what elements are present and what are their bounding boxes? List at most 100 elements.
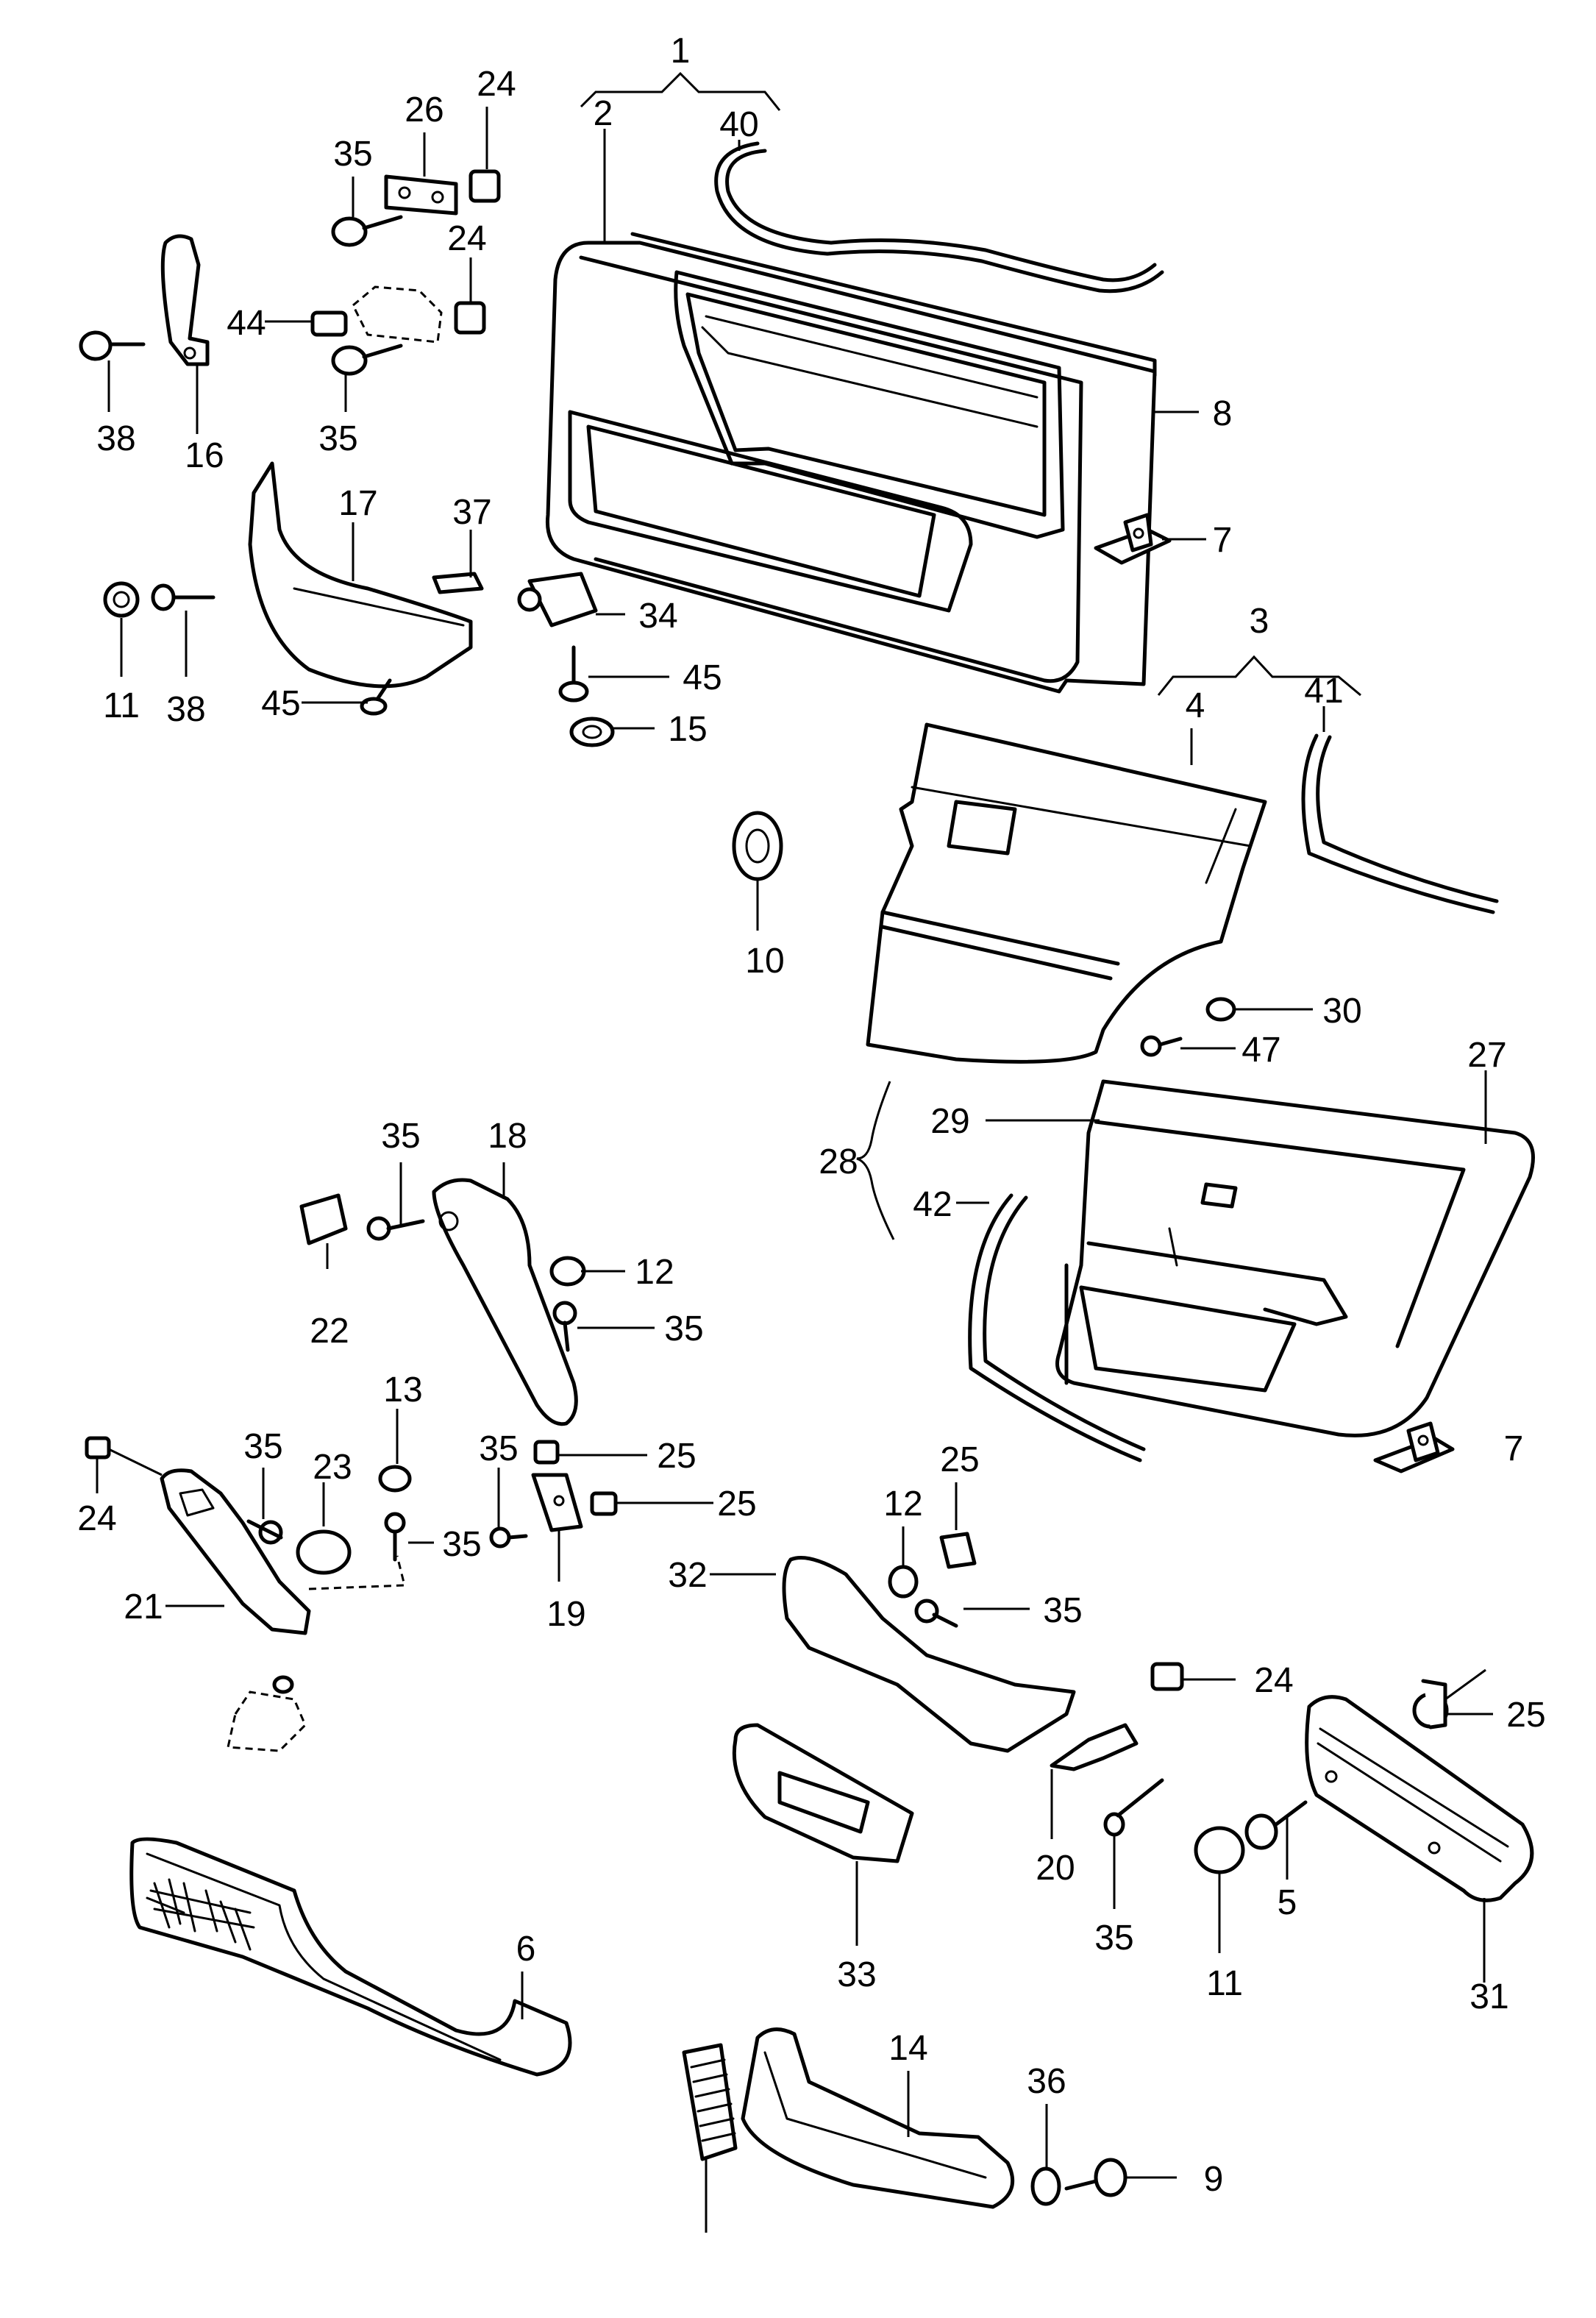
callout: 24 [477, 65, 516, 104]
washer-14 [1030, 2166, 1061, 2206]
callout: 17 [338, 484, 377, 523]
callout: 38 [96, 419, 135, 458]
callout: 11 [1206, 1964, 1243, 2003]
callout: 25 [717, 1485, 756, 1524]
screw-35g [246, 1519, 283, 1545]
screw-35j [1244, 1800, 1308, 1850]
callout: 18 [488, 1117, 527, 1156]
screw-35d [552, 1301, 577, 1352]
front-door-trim-panel [545, 232, 1157, 694]
rear-door-seal [1301, 733, 1495, 914]
release-lever-16 [160, 234, 210, 366]
callout-numbers: 1 2 40 26 24 35 24 44 35 38 16 8 17 37 7… [77, 32, 1545, 2199]
callout: 35 [442, 1525, 481, 1564]
grab-handle-21 [160, 1468, 311, 1635]
callout: 35 [333, 135, 372, 174]
callout: 7 [1504, 1429, 1524, 1468]
callout: 27 [1467, 1036, 1506, 1075]
callout: 16 [185, 436, 224, 475]
screw-35f [489, 1526, 528, 1549]
callout: 25 [657, 1437, 696, 1476]
cap-11b [1194, 1826, 1245, 1874]
rear-door-lower-panel [1055, 1079, 1535, 1437]
front-door-seal [725, 149, 1157, 282]
callout: 12 [635, 1253, 674, 1292]
lever-hole [183, 346, 196, 360]
bracket-clip-7a [1094, 513, 1172, 565]
clip-nut-24a [469, 169, 501, 203]
callout: 1 [671, 32, 691, 71]
callout: 8 [1213, 394, 1233, 433]
lower-seal-42 [968, 1193, 1142, 1462]
callout: 25 [1506, 1696, 1545, 1735]
bezel-10 [732, 811, 783, 881]
callout: 31 [1469, 1977, 1508, 2016]
callout: 37 [452, 493, 491, 532]
callout: 35 [479, 1429, 518, 1468]
plate-26 [384, 174, 458, 216]
callout: 26 [405, 90, 443, 129]
dashed-clip [227, 1690, 307, 1752]
clip-34 [517, 572, 598, 628]
callout: 35 [318, 419, 357, 458]
armrest-31 [1305, 1695, 1534, 1902]
screw-38b [151, 583, 215, 611]
bracket-20 [1050, 1723, 1139, 1771]
callout: 4 [1186, 686, 1205, 725]
screw-47 [1140, 1035, 1183, 1057]
clip-25c [939, 1532, 977, 1569]
screw-38a [79, 330, 146, 361]
cover-22 [299, 1193, 348, 1245]
screw-45a [558, 645, 589, 703]
callout: 45 [261, 684, 300, 723]
screw-35h [914, 1599, 958, 1628]
callout: 33 [837, 1955, 876, 1994]
grab-handle-18 [432, 1178, 578, 1426]
callout: 24 [1254, 1661, 1293, 1700]
callout: 30 [1322, 992, 1361, 1031]
armrest-32 [782, 1556, 1076, 1753]
callout: 35 [1094, 1919, 1133, 1958]
screw-35c [366, 1216, 425, 1241]
callout: 21 [124, 1588, 163, 1626]
tray-33 [732, 1723, 914, 1863]
callout: 35 [664, 1309, 703, 1348]
leader-lines [96, 71, 1493, 2233]
clip-25d [1412, 1679, 1449, 1729]
map-pocket-5 [129, 1837, 572, 2077]
callout: 13 [383, 1370, 422, 1409]
callout: 20 [1036, 1849, 1075, 1888]
callout: 19 [546, 1595, 585, 1634]
callout: 5 [1278, 1883, 1297, 1922]
rear-door-trim-panel [866, 722, 1267, 1064]
callout: 35 [1043, 1591, 1082, 1630]
callout: 6 [516, 1930, 536, 1969]
callout: 14 [888, 2029, 927, 2068]
callout: 2 [594, 94, 613, 133]
screw-35b [331, 344, 403, 376]
callout: 44 [227, 304, 266, 343]
clip-37 [432, 572, 484, 594]
callout: 42 [913, 1185, 952, 1224]
callout: 28 [819, 1142, 858, 1181]
callout: 45 [683, 658, 722, 697]
callout: 22 [310, 1312, 349, 1351]
cap-12b [888, 1565, 919, 1599]
pull-handle-6 [741, 2027, 1015, 2209]
callout: 41 [1304, 672, 1343, 711]
washer-30 [1205, 997, 1236, 1022]
bracket-19 [531, 1473, 583, 1532]
callout: 35 [243, 1427, 282, 1466]
callout: 23 [313, 1448, 352, 1487]
callout: 9 [1204, 2160, 1224, 2199]
clip-nut-24c [85, 1436, 111, 1460]
callout: 36 [1027, 2062, 1066, 2101]
callout: 32 [668, 1556, 707, 1595]
callout: 15 [668, 710, 707, 749]
callout: 34 [638, 597, 677, 636]
callout: 10 [745, 942, 784, 981]
clip-25a [533, 1440, 560, 1465]
callout: 24 [447, 219, 486, 258]
callout: 12 [883, 1485, 922, 1524]
clip-nut-24b [454, 301, 486, 335]
